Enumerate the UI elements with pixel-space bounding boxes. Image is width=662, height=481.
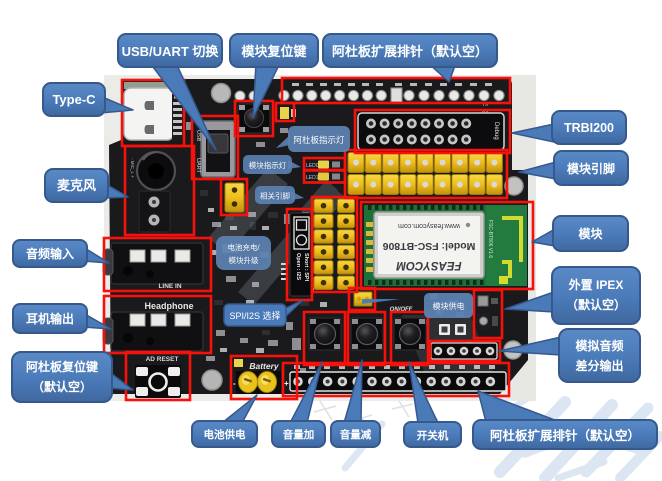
svg-text:Debug: Debug <box>493 122 499 140</box>
svg-text:Battery: Battery <box>249 361 280 371</box>
svg-text:FEASYCOM: FEASYCOM <box>396 259 462 271</box>
svg-text:SPI/I2S 选择: SPI/I2S 选择 <box>229 310 280 321</box>
svg-text:LED1: LED1 <box>306 175 319 181</box>
svg-text:阿杜板复位键: 阿杜板复位键 <box>26 359 98 374</box>
svg-text:Headphone: Headphone <box>144 301 193 311</box>
svg-text:TX: TX <box>482 102 489 108</box>
svg-text:模块供电: 模块供电 <box>433 301 465 311</box>
svg-text:电池充电/: 电池充电/ <box>227 242 260 252</box>
svg-text:Short : SPI: Short : SPI <box>303 253 309 282</box>
svg-text:（默认空）: （默认空） <box>32 379 92 394</box>
svg-text:AD RESET: AD RESET <box>146 356 179 363</box>
svg-text:模块升级: 模块升级 <box>229 255 259 265</box>
svg-text:www.feasycom.com: www.feasycom.com <box>398 222 461 229</box>
svg-text:阿杜板扩展排针（默认空）: 阿杜板扩展排针（默认空） <box>490 428 640 443</box>
svg-text:USB/UART 切换: USB/UART 切换 <box>122 44 220 59</box>
svg-text:Open : I2S: Open : I2S <box>295 253 301 281</box>
svg-text:音量减: 音量减 <box>340 428 372 441</box>
svg-text:麦克风: 麦克风 <box>57 178 96 193</box>
svg-text:开关机: 开关机 <box>417 429 449 442</box>
svg-text:耳机输出: 耳机输出 <box>26 311 74 326</box>
svg-text:相关引脚: 相关引脚 <box>260 191 290 201</box>
svg-text:USB: USB <box>195 130 201 142</box>
svg-text:- MIC_L +: - MIC_L + <box>130 158 135 178</box>
svg-text:模拟音频: 模拟音频 <box>575 338 623 353</box>
svg-text:音量加: 音量加 <box>283 428 315 441</box>
svg-text:+: + <box>284 379 289 388</box>
svg-text:RX: RX <box>482 109 490 115</box>
svg-text:模块复位键: 模块复位键 <box>241 44 306 59</box>
svg-text:模块: 模块 <box>578 226 603 241</box>
svg-text:差分输出: 差分输出 <box>574 358 623 373</box>
svg-text:（默认空）: （默认空） <box>566 297 626 312</box>
svg-text:ON/OFF: ON/OFF <box>390 307 413 313</box>
svg-text:Model: FSC-BT806: Model: FSC-BT806 <box>382 240 475 252</box>
svg-text:TRBI200: TRBI200 <box>564 121 614 135</box>
svg-text:FSC-BT806 V1.6: FSC-BT806 V1.6 <box>487 220 493 258</box>
svg-text:UART: UART <box>195 158 201 174</box>
svg-text:阿杜板指示灯: 阿杜板指示灯 <box>293 135 345 145</box>
svg-text:Type-C: Type-C <box>52 92 96 107</box>
svg-text:LINE IN: LINE IN <box>158 283 181 290</box>
svg-text:模块指示灯: 模块指示灯 <box>249 160 287 170</box>
svg-text:外置 IPEX: 外置 IPEX <box>569 277 624 292</box>
svg-text:模块引脚: 模块引脚 <box>567 161 615 176</box>
svg-text:-: - <box>233 379 236 388</box>
svg-text:LED0: LED0 <box>306 163 319 169</box>
svg-text:阿杜板扩展排针（默认空）: 阿杜板扩展排针（默认空） <box>332 44 488 59</box>
svg-text:电池供电: 电池供电 <box>204 428 246 441</box>
svg-text:音频输入: 音频输入 <box>26 246 74 261</box>
